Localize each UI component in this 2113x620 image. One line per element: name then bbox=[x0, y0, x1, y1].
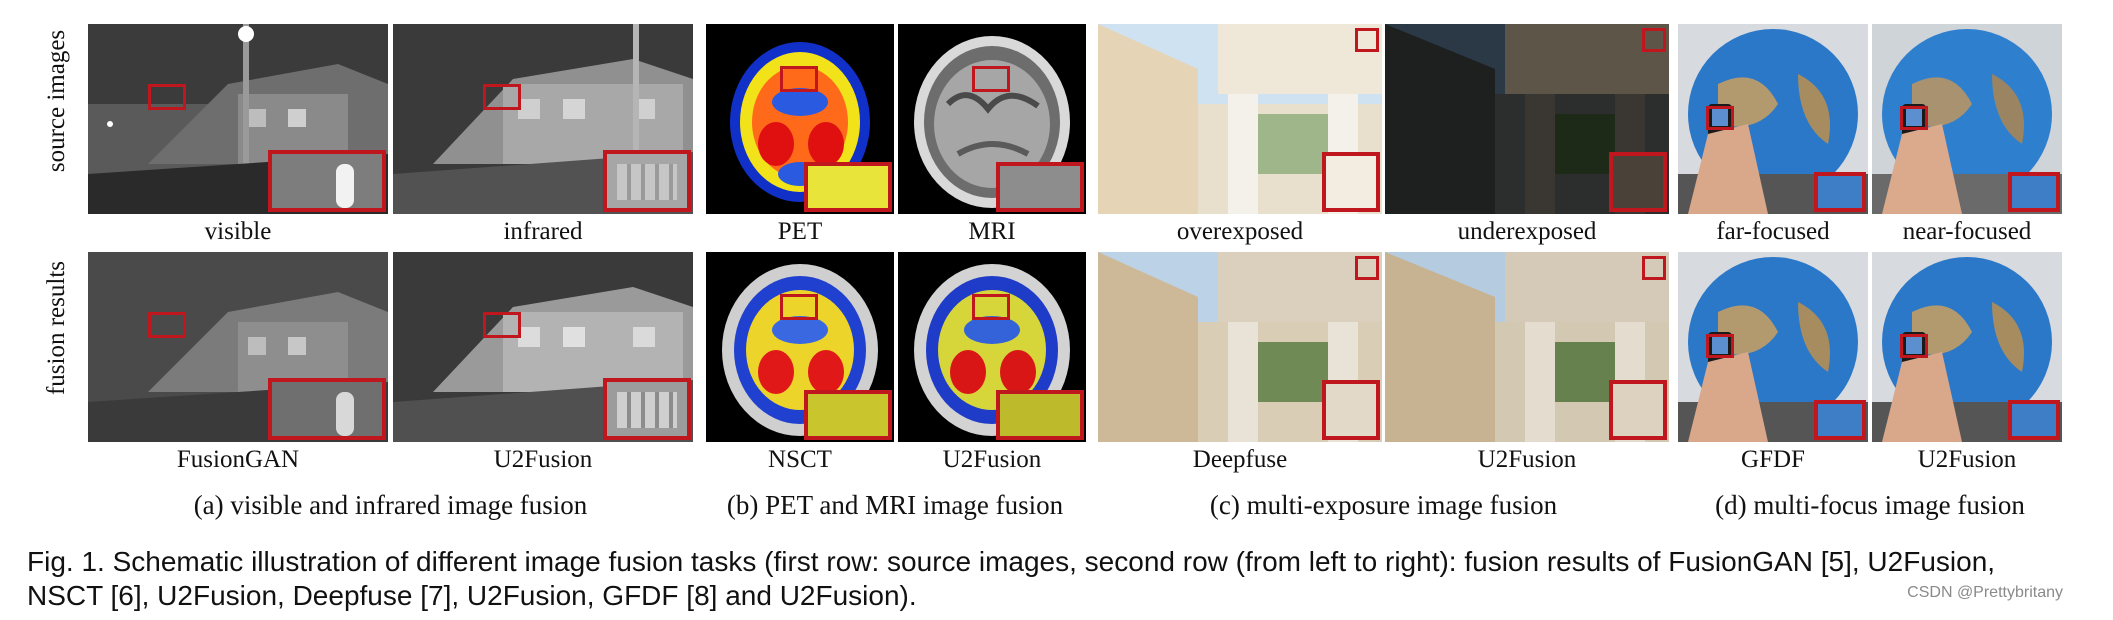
zoom-box bbox=[1355, 28, 1379, 52]
subcaption-d: (d) multi-focus image fusion bbox=[1715, 490, 2025, 520]
zoom-box bbox=[1706, 334, 1734, 358]
zoom-inset bbox=[1814, 172, 1866, 212]
label-near-focused: near-focused bbox=[1902, 218, 2032, 245]
image-u2fusion-ir bbox=[393, 252, 693, 442]
zoom-inset bbox=[1814, 400, 1866, 440]
zoom-inset bbox=[268, 150, 386, 212]
zoom-inset bbox=[1322, 380, 1380, 440]
label-far-focused: far-focused bbox=[1716, 218, 1830, 245]
image-overexposed bbox=[1098, 24, 1382, 214]
zoom-box bbox=[1706, 106, 1734, 130]
zoom-inset bbox=[268, 378, 386, 440]
label-pet: PET bbox=[777, 218, 823, 245]
zoom-box bbox=[483, 312, 521, 338]
label-u2fusion-exposure: U2Fusion bbox=[1477, 446, 1577, 473]
zoom-box bbox=[1642, 256, 1666, 280]
label-mri: MRI bbox=[968, 218, 1016, 245]
label-overexposed: overexposed bbox=[1176, 218, 1304, 245]
label-infrared: infrared bbox=[503, 218, 583, 245]
image-u2fusion-pet-mri bbox=[898, 252, 1086, 442]
zoom-inset bbox=[996, 162, 1084, 212]
zoom-box bbox=[483, 84, 521, 110]
image-near-focused bbox=[1872, 24, 2062, 214]
zoom-box bbox=[972, 294, 1010, 320]
zoom-inset bbox=[603, 150, 691, 212]
image-visible bbox=[88, 24, 388, 214]
subcaption-c: (c) multi-exposure image fusion bbox=[1209, 490, 1558, 520]
zoom-box bbox=[780, 294, 818, 320]
image-gfdf bbox=[1678, 252, 1868, 442]
zoom-inset bbox=[996, 390, 1084, 440]
zoom-inset bbox=[1609, 380, 1667, 440]
label-underexposed: underexposed bbox=[1457, 218, 1597, 245]
label-visible: visible bbox=[204, 218, 272, 245]
label-deepfuse: Deepfuse bbox=[1192, 446, 1288, 473]
image-deepfuse bbox=[1098, 252, 1382, 442]
row-label-fusion-results: fusion results bbox=[43, 260, 70, 396]
subcaption-a: (a) visible and infrared image fusion bbox=[193, 490, 588, 520]
zoom-inset bbox=[2008, 172, 2060, 212]
zoom-inset bbox=[1609, 152, 1667, 212]
label-nsct: NSCT bbox=[768, 446, 832, 473]
label-u2fusion-pet-mri: U2Fusion bbox=[942, 446, 1042, 473]
zoom-inset bbox=[1322, 152, 1380, 212]
row-label-source-images: source images bbox=[43, 29, 70, 173]
zoom-box bbox=[780, 66, 818, 92]
zoom-box bbox=[148, 84, 186, 110]
subcaption-b: (b) PET and MRI image fusion bbox=[726, 490, 1064, 520]
watermark: CSDN @Prettybritany bbox=[1907, 584, 2063, 601]
image-fusiongan bbox=[88, 252, 388, 442]
zoom-box bbox=[1900, 106, 1928, 130]
image-mri bbox=[898, 24, 1086, 214]
zoom-inset bbox=[603, 378, 691, 440]
image-u2fusion-exposure bbox=[1385, 252, 1669, 442]
figure-caption: Fig. 1. Schematic illustration of differ… bbox=[27, 546, 1996, 611]
zoom-inset bbox=[2008, 400, 2060, 440]
label-u2fusion-ir: U2Fusion bbox=[493, 446, 593, 473]
zoom-inset bbox=[804, 162, 892, 212]
label-gfdf: GFDF bbox=[1741, 446, 1805, 473]
image-infrared bbox=[393, 24, 693, 214]
image-far-focused bbox=[1678, 24, 1868, 214]
zoom-box bbox=[1900, 334, 1928, 358]
image-pet bbox=[706, 24, 894, 214]
image-underexposed bbox=[1385, 24, 1669, 214]
zoom-box bbox=[972, 66, 1010, 92]
label-fusiongan: FusionGAN bbox=[176, 446, 300, 473]
zoom-box bbox=[1355, 256, 1379, 280]
label-u2fusion-focus: U2Fusion bbox=[1917, 446, 2017, 473]
zoom-box bbox=[1642, 28, 1666, 52]
image-u2fusion-focus bbox=[1872, 252, 2062, 442]
zoom-inset bbox=[804, 390, 892, 440]
zoom-box bbox=[148, 312, 186, 338]
image-nsct bbox=[706, 252, 894, 442]
